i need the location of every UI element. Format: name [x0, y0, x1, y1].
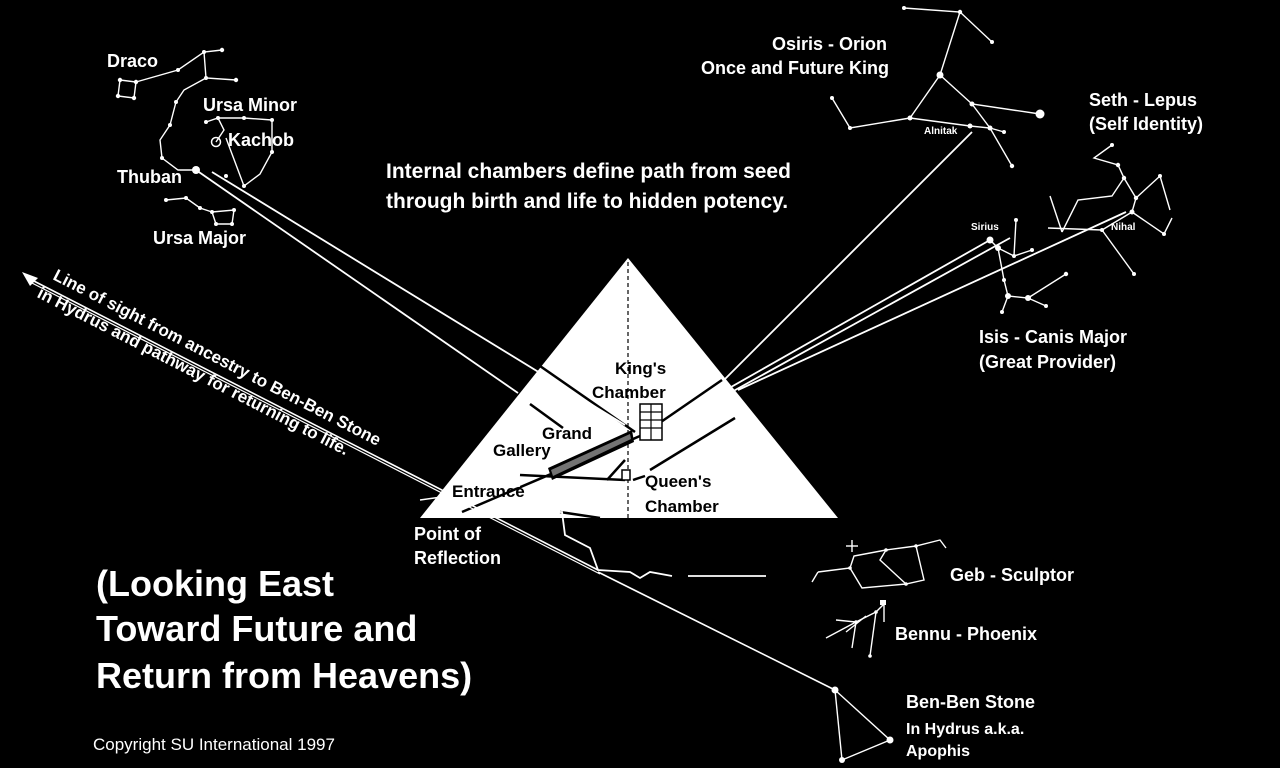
kings-chamber-label-2: Chamber: [592, 383, 666, 402]
reflection-label-1: Point of: [414, 524, 482, 544]
sightline-label-2: in Hydrus and pathway for returning to l…: [34, 283, 352, 459]
osiris-label: Osiris - Orion: [772, 34, 887, 54]
queens-chamber-label-2: Chamber: [645, 497, 719, 516]
ursa-major-figure: [164, 196, 236, 226]
kachob-label: Kachob: [228, 130, 294, 150]
seth-sub-label: (Self Identity): [1089, 114, 1203, 134]
sculptor-figure: [811, 539, 947, 589]
alnitak-label: Alnitak: [924, 126, 958, 137]
queens-chamber-marker: [621, 469, 631, 481]
caption-line-1: Internal chambers define path from seed: [386, 160, 791, 183]
kings-chamber-block: [639, 403, 663, 441]
geb-label: Geb - Sculptor: [950, 565, 1074, 585]
seth-label: Seth - Lepus: [1089, 90, 1197, 110]
thuban-star: [192, 166, 200, 174]
thuban-label: Thuban: [117, 167, 182, 187]
line-of-sight: [22, 272, 836, 691]
copyright-text: Copyright SU International 1997: [93, 735, 335, 754]
sightline-label: Line of sight from ancestry to Ben-Ben S…: [34, 266, 384, 459]
isis-sub-label: (Great Provider): [979, 352, 1116, 372]
ursa-minor-figure: [204, 116, 274, 188]
hydrus-figure: [831, 686, 894, 763]
grand-gallery-shape: [548, 430, 634, 480]
orion-figure: [830, 6, 1045, 169]
caption-line-2: through birth and life to hidden potency…: [386, 190, 788, 213]
constellation-labels: Draco Ursa Minor Kachob Thuban Ursa Majo…: [107, 34, 1203, 760]
pyramid-labels: King's Chamber Grand Gallery Queen's Cha…: [452, 359, 719, 516]
draco-label: Draco: [107, 51, 158, 71]
reflection-label-2: Reflection: [414, 548, 501, 568]
queens-chamber-label-1: Queen's: [645, 472, 711, 491]
bennu-label: Bennu - Phoenix: [895, 624, 1037, 644]
ursa-major-label: Ursa Major: [153, 228, 246, 248]
looking-east-line-2: Toward Future and: [96, 608, 417, 649]
osiris-sub-label: Once and Future King: [701, 58, 889, 78]
looking-east-line-1: (Looking East: [96, 563, 334, 604]
sightline-label-1: Line of sight from ancestry to Ben-Ben S…: [50, 266, 384, 450]
canis-major-figure: [986, 218, 1069, 314]
entrance-label: Entrance: [452, 482, 525, 501]
caption: Internal chambers define path from seed …: [386, 160, 791, 213]
phoenix-figure: [825, 600, 886, 658]
lepus-figure: [1047, 143, 1173, 276]
isis-label: Isis - Canis Major: [979, 327, 1127, 347]
benben-sub-label-1: In Hydrus a.k.a.: [906, 721, 1024, 738]
benben-label: Ben-Ben Stone: [906, 692, 1035, 712]
nihal-label: Nihal: [1111, 222, 1136, 233]
ursa-minor-label: Ursa Minor: [203, 95, 297, 115]
pyramid-triangle: [420, 258, 838, 518]
draco-figure: [115, 47, 239, 174]
gallery-label: Gallery: [493, 441, 551, 460]
looking-east-block: (Looking East Toward Future and Return f…: [96, 563, 472, 696]
grand-label: Grand: [542, 424, 592, 443]
looking-east-line-3: Return from Heavens): [96, 655, 472, 696]
benben-sub-label-2: Apophis: [906, 743, 970, 760]
reflection-label: Point of Reflection: [414, 524, 501, 568]
star-shafts: [195, 131, 1127, 426]
sightline-arrowhead-icon: [22, 272, 38, 286]
sirius-label: Sirius: [971, 222, 999, 233]
kings-chamber-label-1: King's: [615, 359, 666, 378]
